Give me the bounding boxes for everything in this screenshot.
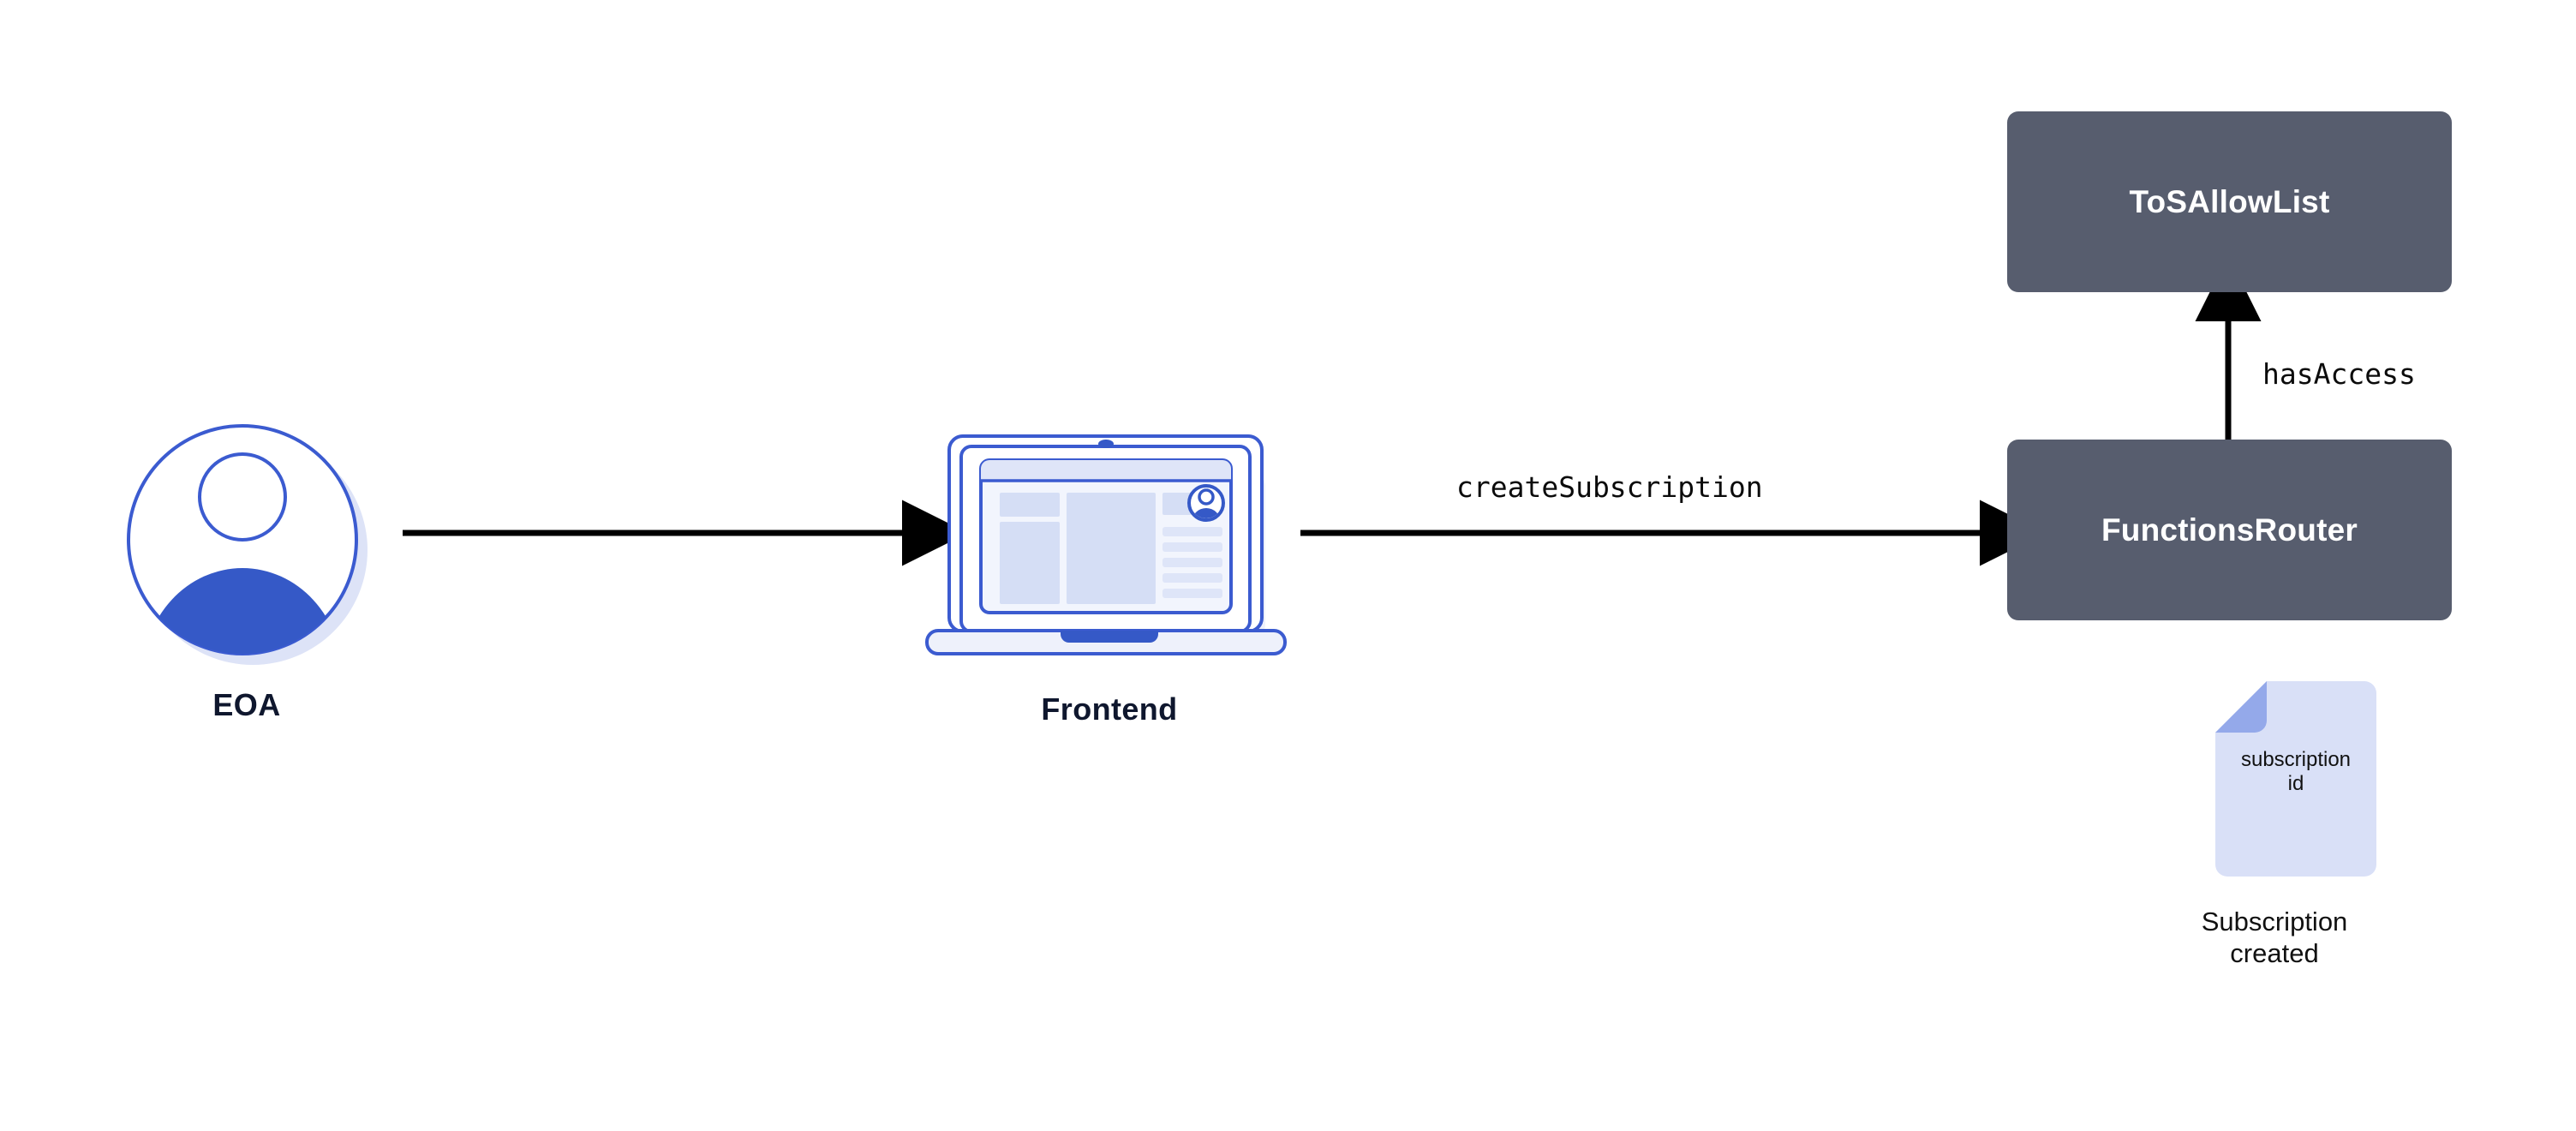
document-caption: Subscription created <box>2133 907 2416 969</box>
node-label-frontend: Frontend <box>1041 691 1178 727</box>
user-avatar-icon <box>127 424 368 665</box>
edge-label-create-subscription: createSubscription <box>1456 470 1763 504</box>
laptop-icon <box>925 434 1287 655</box>
document-caption-line-2: created <box>2230 937 2319 968</box>
node-tos-allowlist[interactable]: ToSAllowList <box>2007 111 2452 292</box>
document-icon <box>2215 681 2376 877</box>
document-caption-line-1: Subscription <box>2201 907 2348 937</box>
node-eoa: EOA <box>123 420 371 763</box>
browser-avatar-icon <box>1187 484 1225 522</box>
document-inner-text-line-1: subscription <box>2240 748 2352 771</box>
document-inner-text-line-2: id <box>2287 772 2304 796</box>
node-label-eoa: EOA <box>212 687 281 722</box>
node-subscription-document: subscription id Subscription created <box>2150 681 2399 968</box>
node-functions-router[interactable]: FunctionsRouter <box>2007 440 2452 620</box>
document-inner-text: subscription id <box>2215 748 2376 797</box>
edge-label-has-access: hasAccess <box>2262 357 2416 391</box>
node-frontend: Frontend <box>921 424 1298 767</box>
